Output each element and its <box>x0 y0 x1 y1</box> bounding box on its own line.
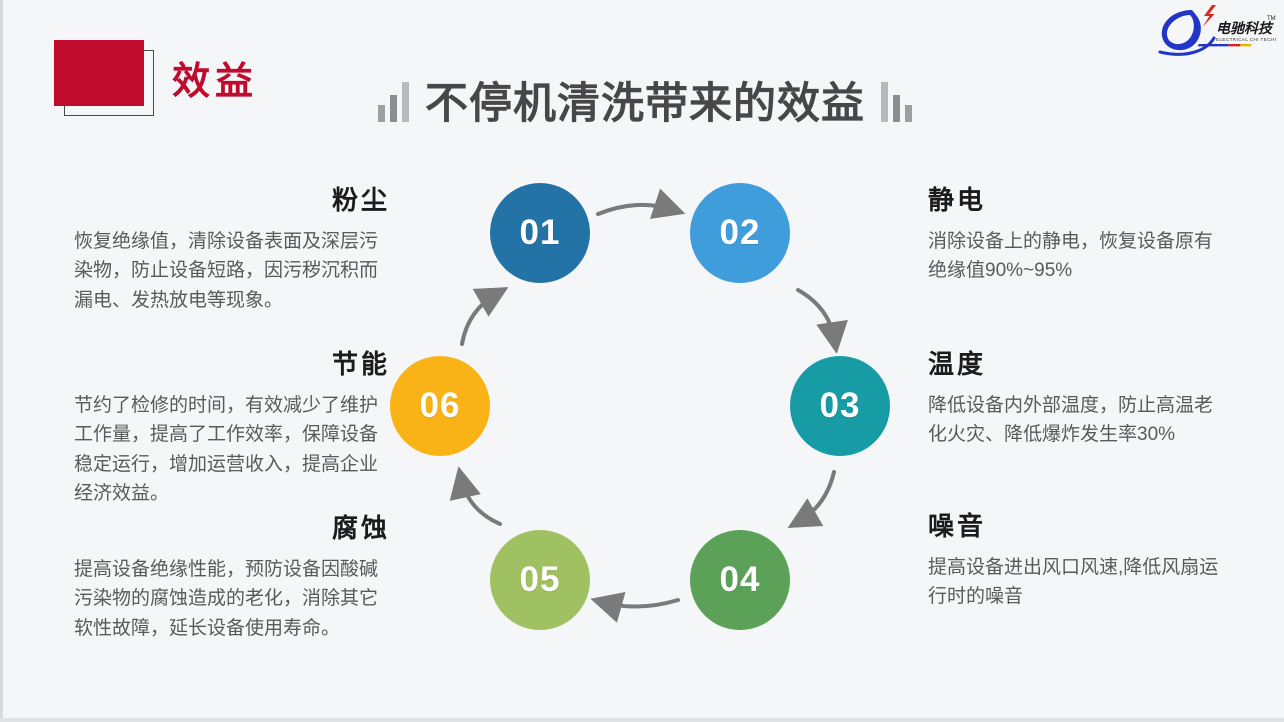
logo-trademark: TM <box>1267 16 1276 22</box>
benefit-heading: 噪音 <box>928 511 987 541</box>
benefit-panel-corrosion: 腐蚀 提高设备绝缘性能，预防设备因酸碱污染物的腐蚀造成的老化，消除其它软性故障，… <box>74 508 390 643</box>
cycle-step-number: 01 <box>519 213 561 252</box>
logo-underline-blue <box>1197 44 1229 47</box>
logo-underline-yellow <box>1239 44 1252 47</box>
arrow-06-to-01 <box>460 287 509 346</box>
cycle-step-circle-05: 05 <box>490 530 590 630</box>
benefit-heading: 温度 <box>928 349 987 379</box>
slide-left-edge <box>0 0 3 722</box>
page-title-row: 不停机清洗带来的效益 <box>340 66 950 128</box>
cycle-step-circle-02: 02 <box>690 183 790 283</box>
cycle-step-number: 05 <box>519 560 561 599</box>
section-accent-box <box>54 40 144 106</box>
benefit-panel-dust: 粉尘 恢复绝缘值，清除设备表面及深层污染物，防止设备短路，因污秽沉积而漏电、发热… <box>74 180 390 315</box>
benefit-description: 提高设备进出风口风速,降低风扇运行时的噪音 <box>928 557 1219 608</box>
cycle-step-number: 03 <box>819 386 861 425</box>
company-logo: 电驰科技 TM ELECTRICAL CHI TECHNOLOGY <box>1154 2 1276 64</box>
benefit-heading: 腐蚀 <box>331 513 390 543</box>
benefit-description: 恢复绝缘值，清除设备表面及深层污染物，防止设备短路，因污秽沉积而漏电、发热放电等… <box>74 231 379 311</box>
arrow-04-to-05 <box>590 591 680 623</box>
benefit-description: 消除设备上的静电，恢复设备原有绝缘值90%~95% <box>928 231 1214 282</box>
benefit-heading: 静电 <box>928 185 987 215</box>
benefit-panel-temperature: 温度 降低设备内外部温度，防止高温老化火灾、降低爆炸发生率30% <box>928 344 1220 450</box>
benefit-heading: 粉尘 <box>331 185 390 215</box>
cycle-step-number: 02 <box>719 213 761 252</box>
logo-swoosh-tail <box>1158 36 1216 56</box>
cycle-step-circle-04: 04 <box>690 530 790 630</box>
benefit-panel-static: 静电 消除设备上的静电，恢复设备原有绝缘值90%~95% <box>928 180 1220 286</box>
logo-subtitle: ELECTRICAL CHI TECHNOLOGY <box>1216 37 1276 42</box>
cycle-step-circle-01: 01 <box>490 183 590 283</box>
equalizer-bars-right-icon <box>881 82 912 128</box>
logo-underline-red <box>1227 44 1241 47</box>
arrow-05-to-06 <box>449 466 502 526</box>
benefit-heading: 节能 <box>331 349 390 379</box>
page-title: 不停机清洗带来的效益 <box>425 79 865 128</box>
lightning-icon <box>1202 5 1216 27</box>
company-logo-graphic: 电驰科技 TM ELECTRICAL CHI TECHNOLOGY <box>1158 5 1276 56</box>
benefit-description: 降低设备内外部温度，防止高温老化火灾、降低爆炸发生率30% <box>928 395 1214 446</box>
benefit-description: 节约了检修的时间，有效减少了维护工作量，提高了工作效率，保障设备稳定运行，增加运… <box>74 395 379 505</box>
benefit-panel-noise: 噪音 提高设备进出风口风速,降低风扇运行时的噪音 <box>928 506 1220 612</box>
cycle-step-circle-06: 06 <box>390 356 490 456</box>
cycle-step-number: 06 <box>419 386 461 425</box>
cycle-step-number: 04 <box>719 560 761 599</box>
benefit-description: 提高设备绝缘性能，预防设备因酸碱污染物的腐蚀造成的老化，消除其它软性故障，延长设… <box>74 559 379 639</box>
benefit-panel-energy-saving: 节能 节约了检修的时间，有效减少了维护工作量，提高了工作效率，保障设备稳定运行，… <box>74 344 390 509</box>
slide-bottom-edge <box>0 718 1284 722</box>
cycle-arrows <box>449 188 848 623</box>
cycle-step-circle-03: 03 <box>790 356 890 456</box>
arrow-02-to-03 <box>796 288 848 354</box>
logo-swoosh <box>1161 10 1201 51</box>
equalizer-bars-left-icon <box>378 82 409 128</box>
section-label: 效益 <box>172 61 259 103</box>
logo-name: 电驰科技 <box>1216 20 1274 37</box>
arrow-01-to-02 <box>596 188 686 219</box>
arrow-03-to-04 <box>787 470 836 528</box>
